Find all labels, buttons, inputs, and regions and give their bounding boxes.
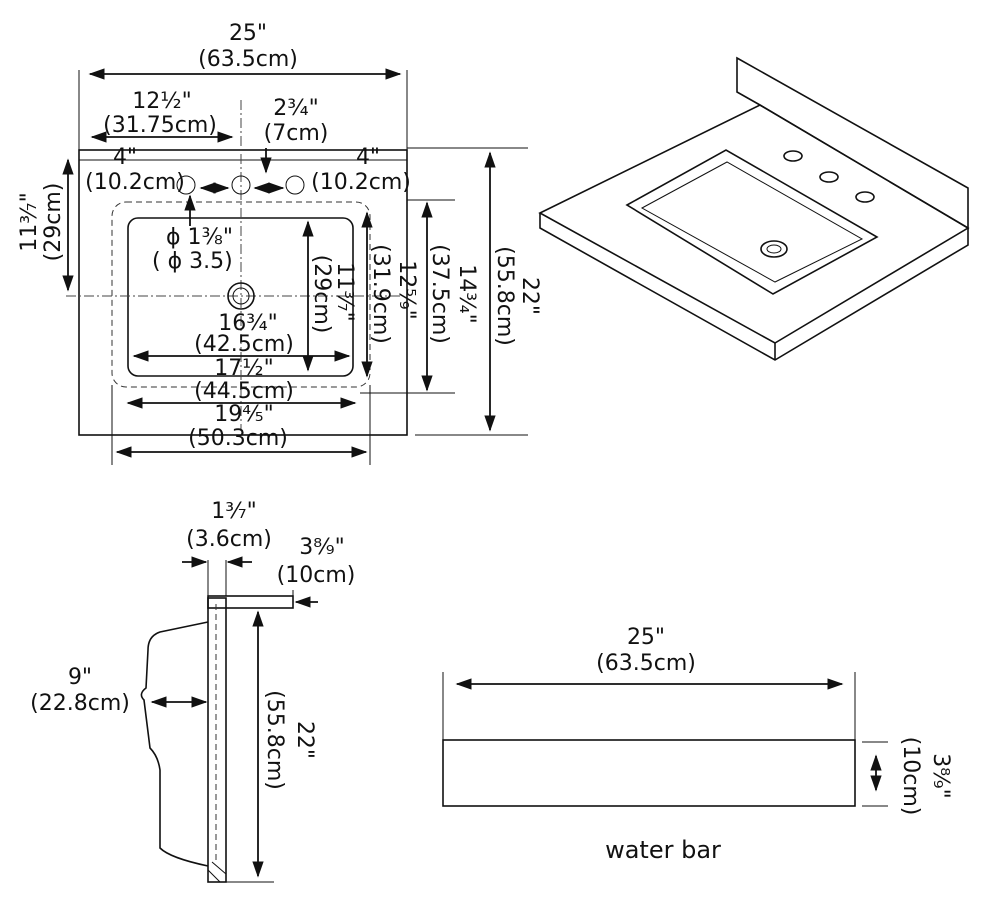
faucet-hole-center xyxy=(231,175,251,195)
side-basin-profile xyxy=(140,621,209,867)
side-bowl-depth-in: 9" xyxy=(68,665,92,690)
top-view: 25" (63.5cm) 12½" (31.75cm) 2¾" (7cm) 4"… xyxy=(17,21,542,465)
overall-width-cm: (63.5cm) xyxy=(198,47,298,72)
iso-faucet-hole-3 xyxy=(855,191,875,203)
right-spread-in: 4" xyxy=(356,145,380,170)
side-depth-cm: (55.8cm) xyxy=(262,690,287,790)
basin-width-cm: (44.5cm) xyxy=(194,379,294,404)
side-view: 1³⁄₇" (3.6cm) 3⁸⁄₉" (10cm) 9" (22.8cm) 2… xyxy=(30,499,356,883)
flange-width-in: 19⁴⁄₅" xyxy=(214,402,273,427)
faucet-center-cm: (31.75cm) xyxy=(103,113,217,138)
flange-width-cm: (50.3cm) xyxy=(188,426,288,451)
overall-depth-in: 22" xyxy=(517,277,542,315)
drain-inner xyxy=(232,287,250,305)
side-thickness-in: 1³⁄₇" xyxy=(211,499,256,524)
faucet-hole-right xyxy=(285,175,305,195)
side-bowl-depth-cm: (22.8cm) xyxy=(30,691,130,716)
wb-height-cm: (10cm) xyxy=(898,737,923,816)
drain-outer xyxy=(227,282,255,310)
drain-to-back-cm: (29cm) xyxy=(41,183,66,262)
side-thickness-cm: (3.6cm) xyxy=(186,527,272,552)
iso-drain-inner xyxy=(766,244,782,254)
iso-sink-bowl xyxy=(640,161,864,283)
water-bar-view: 25" (63.5cm) 3⁸⁄₉" (10cm) water bar xyxy=(442,625,953,864)
overall-depth-cm: (55.8cm) xyxy=(492,246,517,346)
iso-backsplash-base xyxy=(736,91,761,106)
faucet-center-in: 12½" xyxy=(132,89,191,114)
side-countertop xyxy=(207,597,227,883)
wb-width-in: 25" xyxy=(627,625,665,650)
basin-depth-in: 12⁵⁄₉" xyxy=(394,260,419,319)
drain-dia-cm: ( ϕ 3.5) xyxy=(152,249,233,274)
water-bar-outline xyxy=(442,739,856,807)
iso-faucet-hole-2 xyxy=(819,171,839,183)
bowl-depth-cm: (29cm) xyxy=(309,255,334,334)
iso-faucet-hole-1 xyxy=(783,150,803,162)
iso-sink-opening xyxy=(625,149,879,295)
basin-width-in: 17½" xyxy=(214,356,273,381)
isometric-view xyxy=(538,56,970,361)
drain-dia-in: ϕ 1⅜" xyxy=(166,225,233,250)
bowl-width-cm: (42.5cm) xyxy=(194,332,294,357)
cutout-depth-cm: (37.5cm) xyxy=(427,244,452,344)
countertop-outline xyxy=(78,149,408,436)
bowl-depth-in: 11³⁄₇" xyxy=(332,262,357,321)
hole-offset-in: 2¾" xyxy=(273,96,318,121)
wb-height-in: 3⁸⁄₉" xyxy=(928,753,953,798)
left-spread-in: 4" xyxy=(113,145,137,170)
cutout-depth-in: 14¾" xyxy=(454,264,479,323)
drain-to-back-in: 11³⁄₇" xyxy=(17,192,42,251)
side-backsplash-in: 3⁸⁄₉" xyxy=(299,535,344,560)
side-hatch xyxy=(207,861,227,883)
side-depth-in: 22" xyxy=(292,721,317,759)
wb-width-cm: (63.5cm) xyxy=(596,651,696,676)
basin-depth-cm: (31.9cm) xyxy=(368,244,393,344)
iso-top-surface xyxy=(538,104,970,344)
hole-offset-cm: (7cm) xyxy=(264,121,329,146)
overall-width-in: 25" xyxy=(229,21,267,46)
iso-front-edge xyxy=(539,213,969,361)
right-spread-cm: (10.2cm) xyxy=(311,170,411,195)
water-bar-label: water bar xyxy=(605,836,721,864)
left-spread-cm: (10.2cm) xyxy=(85,170,185,195)
faucet-hole-left xyxy=(176,175,196,195)
iso-backsplash xyxy=(736,56,969,230)
side-backsplash-cm: (10cm) xyxy=(277,563,356,588)
bowl-width-in: 16¾" xyxy=(218,311,277,336)
iso-drain xyxy=(760,240,788,258)
